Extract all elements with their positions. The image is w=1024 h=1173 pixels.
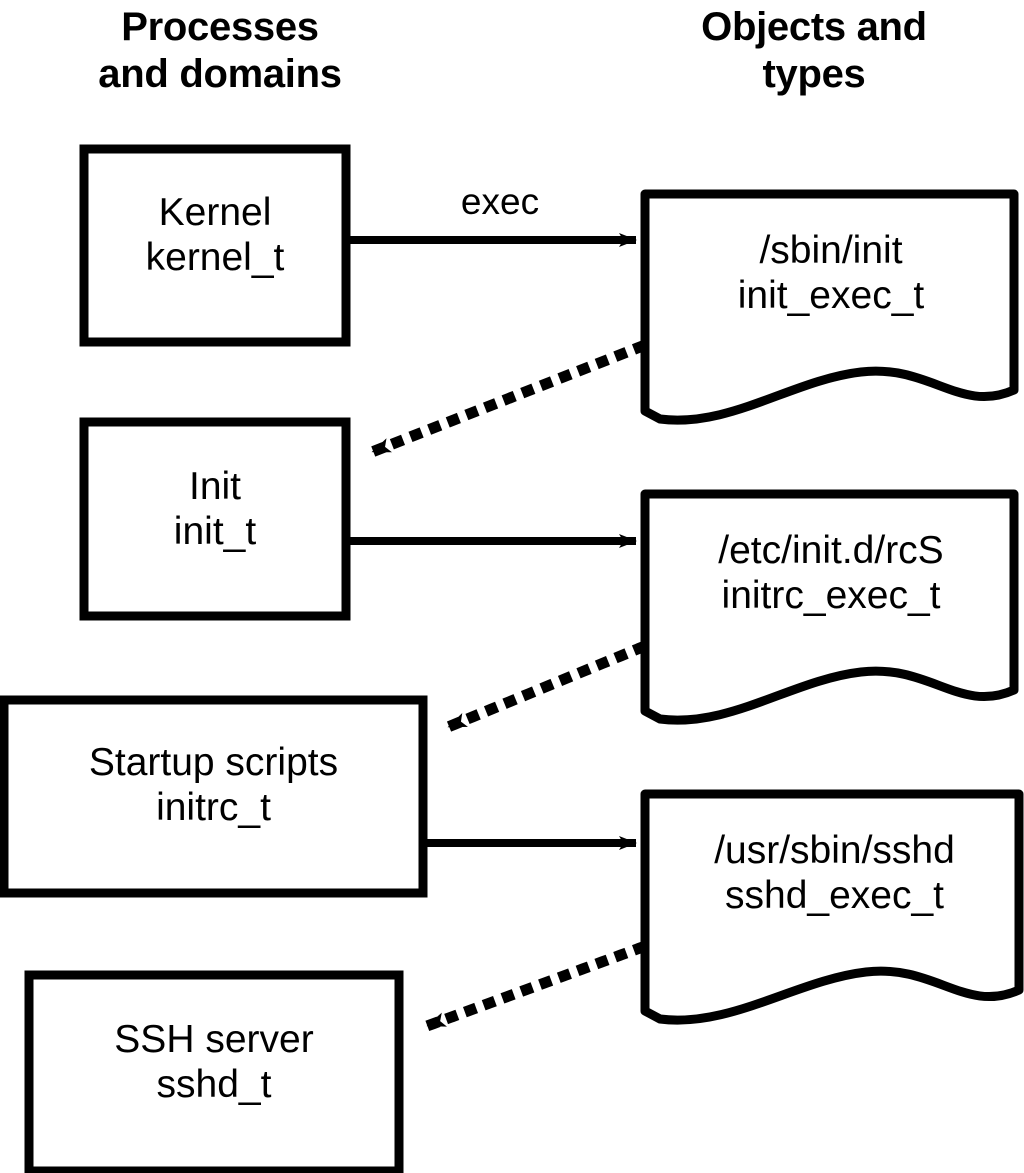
- object-node-initrc-exec[interactable]: [645, 494, 1019, 720]
- node-init-box[interactable]: [79, 417, 351, 621]
- edge-init-exec-transition-arrow: [364, 339, 648, 460]
- process-node-kernel[interactable]: [84, 149, 346, 342]
- node-initrc-box[interactable]: [0, 695, 428, 898]
- object-node-sshd-exec[interactable]: [645, 794, 1024, 1020]
- process-node-startup-scripts[interactable]: [4, 700, 423, 893]
- node-init-exec-document[interactable]: [640, 189, 1019, 425]
- column-heading-objects: Objects and types: [701, 5, 927, 96]
- process-node-ssh-server[interactable]: [29, 975, 399, 1171]
- node-initrc-exec-document[interactable]: [640, 489, 1019, 725]
- edge-label-exec: exec: [460, 181, 540, 222]
- column-heading-processes: Processes and domains: [98, 5, 342, 96]
- edge-sshd-exec-transition-arrow: [419, 940, 648, 1034]
- node-sshd-exec-document[interactable]: [640, 789, 1024, 1025]
- node-sshd-box[interactable]: [24, 970, 404, 1173]
- edge-initrc-exec-transition-arrow: [440, 640, 648, 735]
- object-node-init-exec[interactable]: [645, 194, 1019, 420]
- process-node-init[interactable]: [84, 422, 346, 616]
- node-kernel-box[interactable]: [79, 144, 351, 347]
